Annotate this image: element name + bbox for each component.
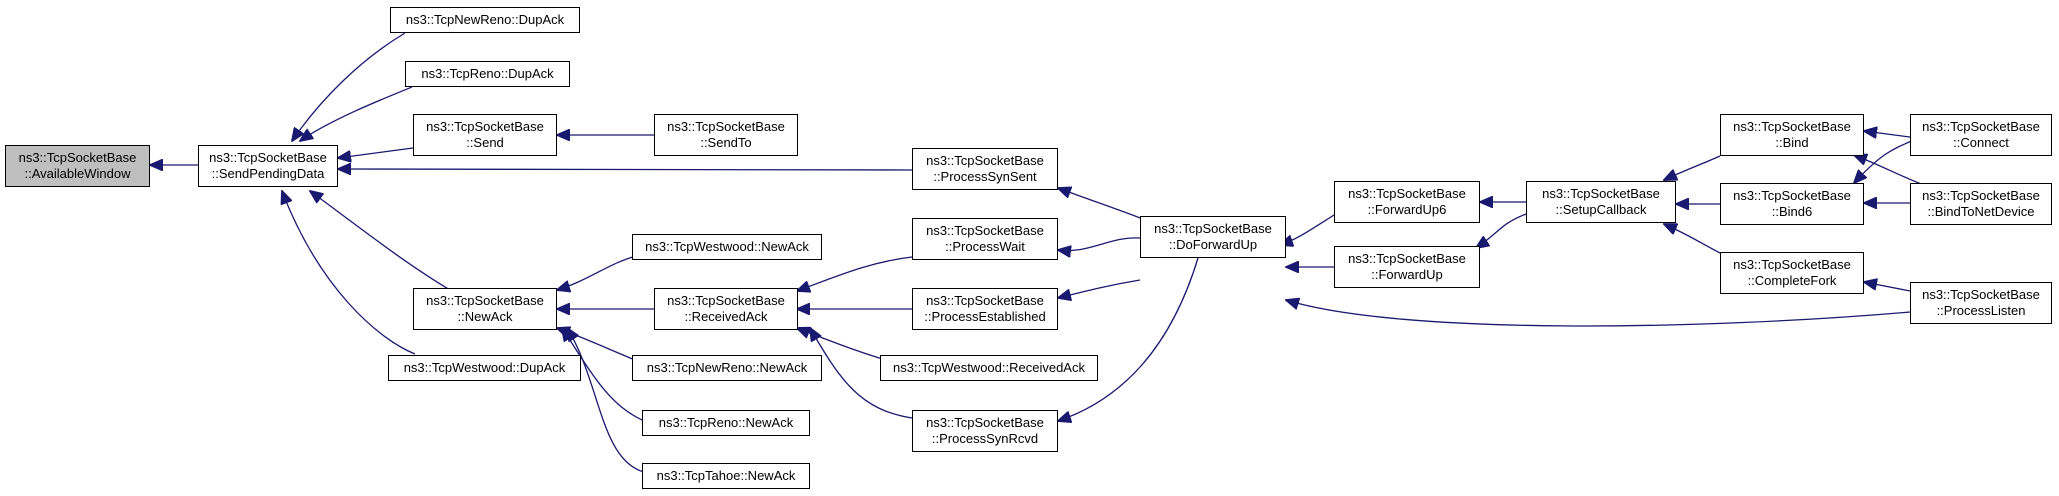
edge-tcptahoe-newack-newack (567, 328, 645, 473)
node-tcpreno-dupack[interactable]: ns3::TcpReno::DupAck (405, 61, 570, 87)
edge-processlisten-doforwardup (1286, 300, 1911, 327)
edge-bindtonetdevice-bind (1854, 155, 1925, 186)
node-process-wait[interactable]: ns3::TcpSocketBase ::ProcessWait (912, 218, 1058, 260)
edge-forwardup6-doforwardup (1280, 209, 1343, 245)
edge-doforwardup-processsynrcvd (1058, 257, 1199, 421)
edge-processlisten-completefork (1864, 282, 1911, 292)
edge-tcpreno-dupack-sendpendingdata (300, 86, 413, 141)
node-label-line2: ::SendTo (700, 135, 752, 150)
node-tcpwestwood-receivedack[interactable]: ns3::TcpWestwood::ReceivedAck (880, 355, 1098, 381)
edge-doforwardup-processwait (1058, 237, 1141, 251)
node-bind6[interactable]: ns3::TcpSocketBase ::Bind6 (1720, 183, 1864, 225)
node-label-line1: ns3::TcpSocketBase (926, 223, 1044, 238)
node-tcpnewreno-newack[interactable]: ns3::TcpNewReno::NewAck (632, 355, 822, 381)
node-tcpwestwood-dupack[interactable]: ns3::TcpWestwood::DupAck (388, 355, 581, 381)
node-label-line1: ns3::TcpWestwood::ReceivedAck (893, 360, 1085, 375)
node-label-line2: ::NewAck (457, 309, 513, 324)
node-label-line1: ns3::TcpSocketBase (1922, 188, 2040, 203)
node-process-listen[interactable]: ns3::TcpSocketBase ::ProcessListen (1910, 282, 2052, 324)
node-label-line2: ::ForwardUp (1371, 267, 1443, 282)
node-label-line2: ::ProcessListen (1936, 303, 2026, 318)
node-label-line2: ::Send (466, 135, 504, 150)
edge-processsynsent-sendpendingdata (338, 169, 913, 170)
node-label-line2: ::DoForwardUp (1168, 237, 1258, 252)
edge-connect-bind (1864, 131, 1911, 137)
node-label-line1: ns3::TcpSocketBase (209, 150, 327, 165)
node-label-line2: ::AvailableWindow (24, 166, 131, 181)
node-label-line2: ::Bind6 (1771, 204, 1813, 219)
node-sendto[interactable]: ns3::TcpSocketBase ::SendTo (654, 114, 798, 156)
node-label-line2: ::ForwardUp6 (1367, 202, 1447, 217)
node-do-forward-up[interactable]: ns3::TcpSocketBase ::DoForwardUp (1140, 216, 1286, 258)
node-label-line2: ::CompleteFork (1747, 273, 1837, 288)
node-label-line1: ns3::TcpSocketBase (926, 415, 1044, 430)
node-label-line1: ns3::TcpTahoe::NewAck (656, 468, 796, 483)
edge-doforwardup-processsynsent (1058, 188, 1149, 222)
node-forward-up6[interactable]: ns3::TcpSocketBase ::ForwardUp6 (1334, 181, 1480, 223)
node-label-line2: ::Connect (1953, 135, 2009, 150)
node-process-established[interactable]: ns3::TcpSocketBase ::ProcessEstablished (912, 288, 1058, 330)
node-send[interactable]: ns3::TcpSocketBase ::Send (413, 114, 557, 156)
node-label-line2: ::ReceivedAck (684, 309, 768, 324)
node-label-line2: ::ProcessEstablished (924, 309, 1046, 324)
node-send-pending-data[interactable]: ns3::TcpSocketBase ::SendPendingData (198, 145, 338, 187)
edge-send-sendpendingdata (338, 147, 414, 158)
node-label-line1: ns3::TcpSocketBase (926, 293, 1044, 308)
node-process-syn-sent[interactable]: ns3::TcpSocketBase ::ProcessSynSent (912, 148, 1058, 190)
node-label-line1: ns3::TcpSocketBase (18, 150, 137, 165)
edge-connect-bind6 (1854, 139, 1915, 183)
node-received-ack[interactable]: ns3::TcpSocketBase ::ReceivedAck (654, 288, 798, 330)
node-label-line1: ns3::TcpSocketBase (1154, 221, 1272, 236)
node-label-line2: ::BindToNetDevice (1927, 204, 2035, 219)
node-process-syn-rcvd[interactable]: ns3::TcpSocketBase ::ProcessSynRcvd (912, 410, 1058, 452)
node-tcptahoe-newack[interactable]: ns3::TcpTahoe::NewAck (642, 463, 810, 489)
node-label-line1: ns3::TcpSocketBase (1348, 251, 1466, 266)
node-label-line1: ns3::TcpNewReno::DupAck (405, 12, 565, 27)
node-label-line1: ns3::TcpSocketBase (926, 153, 1044, 168)
node-label-line2: ::ProcessSynSent (933, 169, 1037, 184)
node-tcpnewreno-dupack[interactable]: ns3::TcpNewReno::DupAck (390, 7, 580, 33)
node-tcpreno-newack[interactable]: ns3::TcpReno::NewAck (642, 410, 810, 436)
node-bind-to-net-device[interactable]: ns3::TcpSocketBase ::BindToNetDevice (1910, 183, 2052, 225)
edge-newack-sendpendingdata (310, 191, 451, 291)
node-label-line1: ns3::TcpSocketBase (1922, 287, 2040, 302)
edge-tcpnewreno-dupack-sendpendingdata (292, 32, 406, 141)
node-setup-callback[interactable]: ns3::TcpSocketBase ::SetupCallback (1526, 181, 1676, 223)
edge-tcpwestwood-newack-newack (557, 254, 641, 290)
node-label-line2: ::ProcessWait (945, 239, 1025, 254)
node-bind[interactable]: ns3::TcpSocketBase ::Bind (1720, 114, 1864, 156)
node-available-window: ns3::TcpSocketBase ::AvailableWindow (5, 145, 150, 187)
edge-tcpwestwood-dupack-sendpendingdata (282, 191, 416, 355)
node-newack[interactable]: ns3::TcpSocketBase ::NewAck (413, 288, 557, 330)
edge-processwait-receivedack (797, 256, 913, 291)
node-label-line1: ns3::TcpSocketBase (426, 293, 544, 308)
node-label-line1: ns3::TcpSocketBase (1733, 119, 1851, 134)
node-label-line2: ::Bind (1775, 135, 1809, 150)
node-label-line1: ns3::TcpSocketBase (426, 119, 544, 134)
edge-setupcallback-forwardup (1476, 213, 1527, 248)
node-label-line1: ns3::TcpSocketBase (667, 119, 785, 134)
node-label-line1: ns3::TcpReno::DupAck (421, 66, 554, 81)
node-label-line2: ::ProcessSynRcvd (931, 431, 1039, 446)
edge-doforwardup-processestablished (1058, 279, 1141, 298)
node-label-line1: ns3::TcpSocketBase (1542, 186, 1660, 201)
node-complete-fork[interactable]: ns3::TcpSocketBase ::CompleteFork (1720, 252, 1864, 294)
edge-bind-setupcallback (1664, 155, 1721, 180)
node-label-line1: ns3::TcpNewReno::NewAck (646, 360, 808, 375)
node-forward-up[interactable]: ns3::TcpSocketBase ::ForwardUp (1334, 246, 1480, 288)
node-label-line1: ns3::TcpReno::NewAck (658, 415, 794, 430)
node-label-line1: ns3::TcpSocketBase (1348, 186, 1466, 201)
node-label-line1: ns3::TcpWestwood::NewAck (645, 239, 809, 254)
node-label-line2: ::SendPendingData (211, 166, 325, 181)
node-label-line2: ::SetupCallback (1555, 202, 1647, 217)
node-tcpwestwood-newack[interactable]: ns3::TcpWestwood::NewAck (632, 234, 822, 260)
node-connect[interactable]: ns3::TcpSocketBase ::Connect (1910, 114, 2052, 156)
edge-processsynrcvd-receivedack (810, 328, 913, 419)
node-label-line1: ns3::TcpSocketBase (1733, 257, 1851, 272)
node-label-line1: ns3::TcpSocketBase (667, 293, 785, 308)
node-label-line1: ns3::TcpWestwood::DupAck (403, 360, 566, 375)
node-label-line1: ns3::TcpSocketBase (1733, 188, 1851, 203)
node-label-line1: ns3::TcpSocketBase (1922, 119, 2040, 134)
